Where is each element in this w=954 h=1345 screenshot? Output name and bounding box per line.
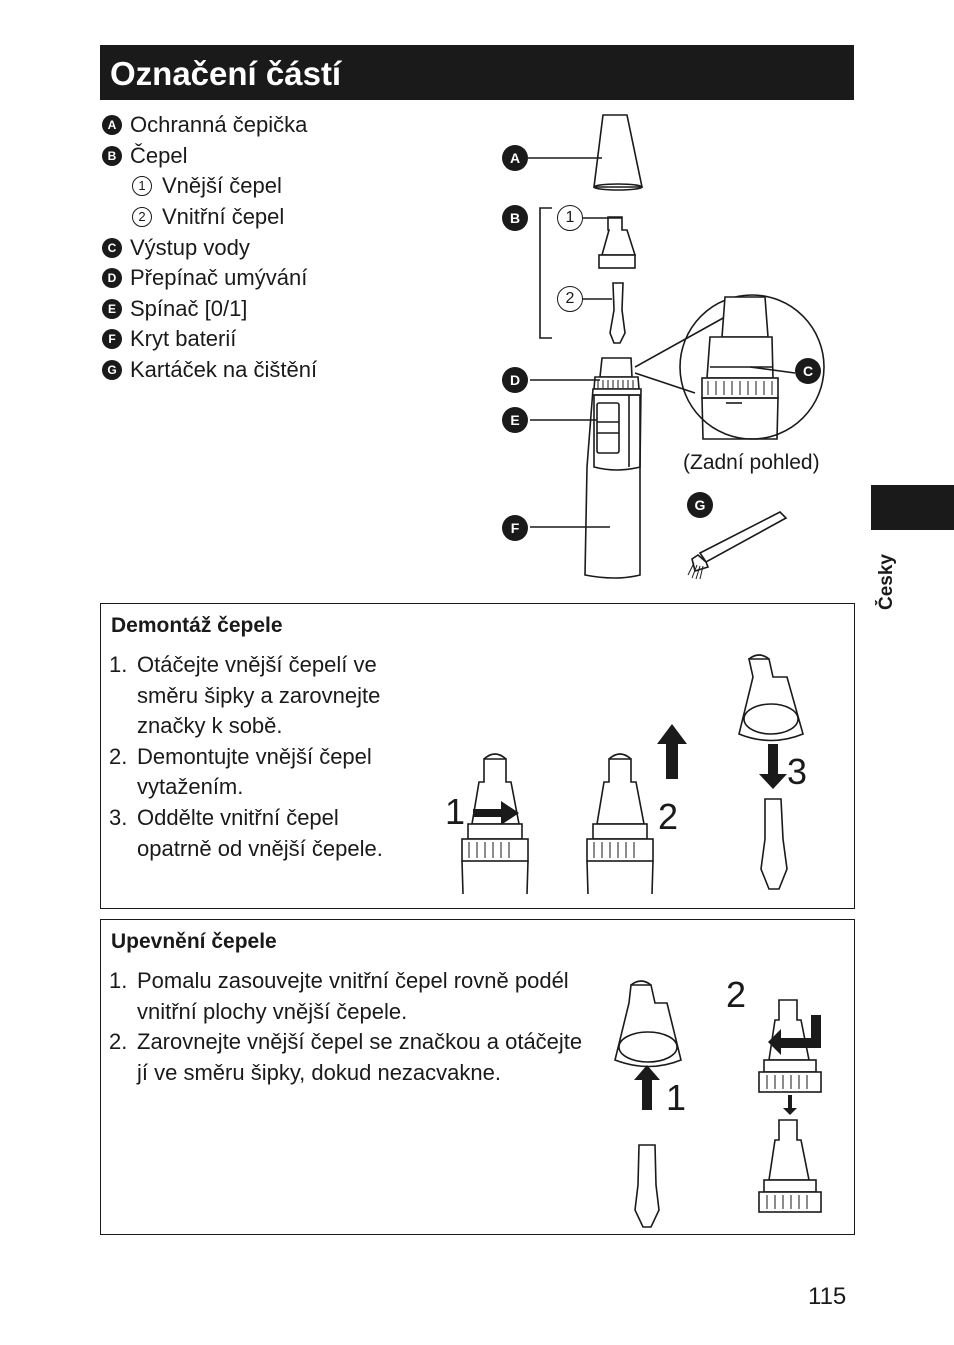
- diagram-callout-b: B: [502, 205, 528, 231]
- part-marker-d: D: [102, 268, 122, 289]
- step-text: Pomalu zasouvejte vnitřní čepel rovně po…: [137, 968, 569, 1024]
- step-text: Zarovnejte vnější čepel se značkou a otá…: [137, 1029, 583, 1085]
- part-label-e: Spínač [0/1]: [130, 295, 248, 321]
- trimmer-illustration: [528, 114, 825, 580]
- disassembly-step: 3. Oddělte vnitřní čepel opatrně od vnějš…: [109, 803, 409, 864]
- step-number: 2.: [109, 743, 128, 769]
- disassembly-step: 1. Otáčejte vnější čepelí ve směru šipky …: [109, 650, 409, 742]
- part-marker-e: E: [102, 298, 122, 319]
- diagram-callout-g: G: [687, 492, 713, 518]
- part-item-a: A Ochranná čepička: [102, 110, 482, 141]
- assembly-steps: 1. Pomalu zasouvejte vnitřní čepel rovně …: [109, 966, 599, 1088]
- disassembly-title: Demontáž čepele: [111, 614, 283, 637]
- step-number: 1.: [109, 968, 128, 993]
- disassembly-figure-number-3: 3: [787, 751, 807, 792]
- part-marker-a: A: [102, 115, 122, 136]
- part-marker-b1: 1: [132, 176, 152, 197]
- diagram-callout-1: 1: [557, 205, 583, 231]
- diagram-callout-f: F: [502, 515, 528, 541]
- disassembly-illustration: 1 2 3: [445, 654, 807, 895]
- step-number: 1.: [109, 652, 128, 677]
- step-number: 3.: [109, 804, 128, 830]
- part-item-b: B Čepel: [102, 141, 482, 172]
- diagram-callout-c: C: [795, 358, 821, 384]
- part-item-c: C Výstup vody: [102, 232, 482, 263]
- part-label-f: Kryt baterií: [130, 326, 237, 352]
- assembly-figure-number-1: 1: [666, 1077, 686, 1118]
- part-marker-b: B: [102, 145, 122, 166]
- assembly-step: 2. Zarovnejte vnější čepel se značkou a o…: [109, 1027, 599, 1088]
- step-text: Demontujte vnější čepel vytažením.: [137, 743, 372, 800]
- disassembly-steps: 1. Otáčejte vnější čepelí ve směru šipky …: [109, 650, 409, 864]
- part-marker-g: G: [102, 360, 122, 381]
- diagram-callout-2: 2: [557, 286, 583, 312]
- parts-list: A Ochranná čepička B Čepel 1 Vnější čepel 2…: [102, 110, 482, 385]
- assembly-title: Upevnění čepele: [111, 930, 277, 953]
- part-item-d: D Přepínač umývání: [102, 263, 482, 294]
- part-item-g: G Kartáček na čištění: [102, 355, 482, 386]
- disassembly-step: 2. Demontujte vnější čepel vytažením.: [109, 742, 409, 803]
- part-item-b2: 2 Vnitřní čepel: [102, 202, 482, 233]
- assembly-illustration: 1 2: [614, 974, 822, 1228]
- diagram-callout-a: A: [502, 145, 528, 171]
- step-number: 2.: [109, 1029, 128, 1055]
- diagram-callout-e: E: [502, 407, 528, 433]
- part-label-b1: Vnější čepel: [162, 173, 282, 199]
- disassembly-figure-number-2: 2: [658, 796, 678, 837]
- disassembly-box: Demontáž čepele 1. Otáčejte vnější čepelí…: [100, 603, 855, 909]
- diagram-callout-d: D: [502, 367, 528, 393]
- part-item-e: E Spínač [0/1]: [102, 294, 482, 325]
- part-marker-c: C: [102, 237, 122, 258]
- step-text: Oddělte vnitřní čepel opatrně od vnější …: [137, 804, 383, 861]
- part-label-b2: Vnitřní čepel: [162, 204, 285, 230]
- page-title: Označení částí: [100, 45, 854, 100]
- assembly-figure-number-2: 2: [726, 974, 746, 1015]
- part-label-c: Výstup vody: [130, 234, 250, 260]
- part-label-g: Kartáček na čištění: [130, 357, 318, 383]
- part-label-b: Čepel: [130, 142, 188, 168]
- part-marker-b2: 2: [132, 207, 152, 228]
- part-item-b1: 1 Vnější čepel: [102, 171, 482, 202]
- part-marker-f: F: [102, 329, 122, 350]
- part-label-d: Přepínač umývání: [130, 265, 308, 291]
- parts-diagram: A B 1 2 C D E F G (Zadní pohled): [490, 105, 850, 585]
- assembly-step: 1. Pomalu zasouvejte vnitřní čepel rovně …: [109, 966, 599, 1027]
- rear-view-label: (Zadní pohled): [683, 451, 820, 474]
- disassembly-figure-number-1: 1: [445, 791, 465, 832]
- page-number: 115: [808, 1283, 847, 1310]
- language-label: Česky: [876, 554, 897, 610]
- language-tab: [871, 485, 954, 530]
- part-label-a: Ochranná čepička: [130, 112, 308, 138]
- part-item-f: F Kryt baterií: [102, 324, 482, 355]
- assembly-box: Upevnění čepele 1. Pomalu zasouvejte vnit…: [100, 919, 855, 1235]
- step-text: Otáčejte vnější čepelí ve směru šipky a …: [137, 652, 381, 739]
